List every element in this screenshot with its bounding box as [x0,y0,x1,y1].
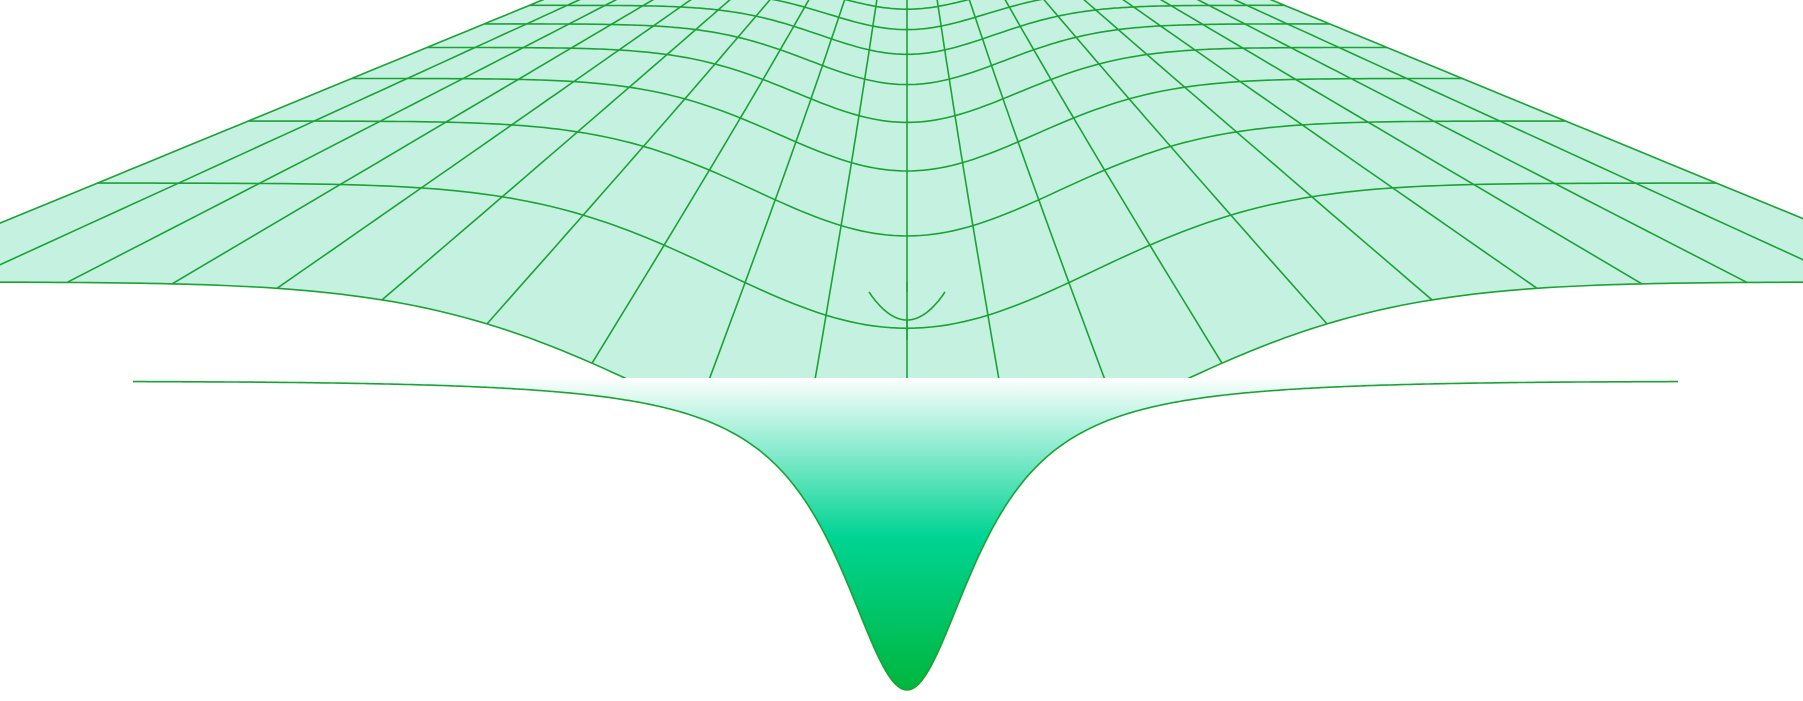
grid-line-vertical [1122,0,1538,289]
well-fill [133,378,1680,690]
well-profile-line [133,380,1678,691]
grid-line-vertical [0,0,545,225]
grid-line-vertical [66,0,618,284]
grid-line-vertical [1043,0,1328,325]
grid-line-vertical [381,0,731,301]
grid-line-vertical [1004,0,1223,364]
grid-line-vertical [696,0,846,413]
grid-line-vertical [1196,0,1748,284]
grid-line-vertical [591,0,810,364]
grid-line-vertical [801,0,878,456]
grid-line-vertical [171,0,655,285]
warped-grid-surface [0,0,1803,473]
grid-line-vertical [1233,0,1803,261]
grid-line-vertical [0,0,581,266]
grid-line-vertical [936,0,1013,456]
grid-line-vertical [1083,0,1433,301]
grid-line-vertical [968,0,1118,413]
grid-line-vertical [1159,0,1643,285]
grid-line-vertical [276,0,692,289]
grid-line-vertical [1269,0,1803,220]
grid-line-vertical [486,0,771,325]
cross-section-profile [133,378,1680,691]
